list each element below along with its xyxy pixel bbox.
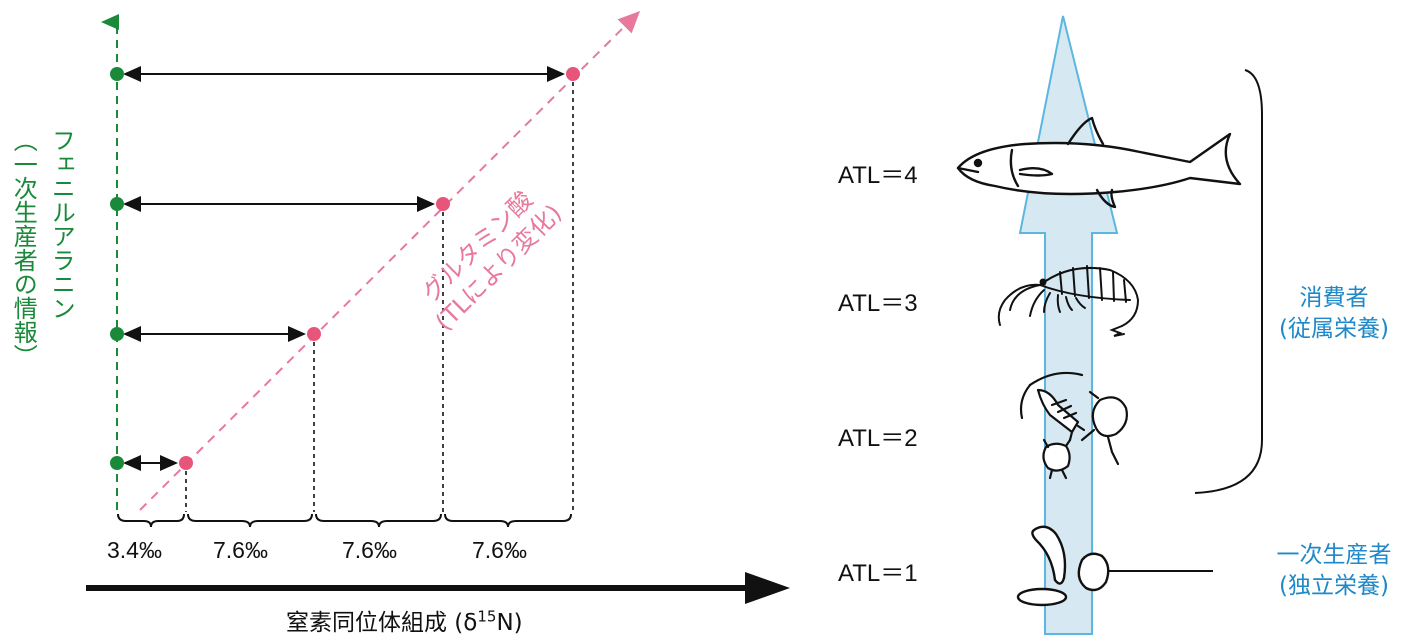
phenylalanine-point-3 [110,197,124,211]
consumer-name: 消費者 [1299,285,1369,311]
x-axis-label-main: 窒素同位体組成 (δ [286,610,478,636]
shrimp-icon [997,265,1140,337]
glutamic-point-3 [436,197,450,211]
glutamic-point-1 [179,456,193,470]
phenylalanine-point-1 [110,456,124,470]
x-axis-label: 窒素同位体組成 (δ15N) [286,603,523,637]
zooplankton-icon [1019,371,1128,480]
phenylalanine-point-4 [110,67,124,81]
trophic-arrow [1018,15,1119,635]
atl-label-1: ATL＝1 [838,560,918,587]
glutamic-point-2 [307,327,321,341]
x-axis-arrow-head [745,572,790,604]
phenylalanine-sub: （一次生産者の情報） [9,128,38,368]
producer-label: 一次生産者 (独立栄養) [1262,540,1406,602]
atl-label-3: ATL＝3 [838,290,918,317]
fish-icon [956,116,1242,209]
producer-sub: (独立栄養) [1279,573,1389,600]
gap-brackets [117,513,572,528]
phenylalanine-label: フェニルアラニン [47,128,76,320]
atl-label-4: ATL＝4 [838,162,918,189]
gap-label-3: 7.6‰ [342,537,397,563]
x-axis-label-tail: N) [496,610,523,636]
x-axis-label-sup: 15 [477,607,497,626]
atl-label-2: ATL＝2 [838,425,918,452]
consumer-label: 消費者 (従属栄養) [1268,283,1400,345]
phenylalanine-sublabel: （一次生産者の情報） [9,128,38,368]
gap-label-4: 7.6‰ [472,537,527,563]
glutamic-line [139,10,641,511]
gap-label-1: 3.4‰ [107,537,162,563]
phytoplankton-icon [1016,525,1110,607]
consumer-sub: (従属栄養) [1279,316,1389,343]
phenylalanine-name: フェニルアラニン [47,128,76,320]
gap-label-2: 7.6‰ [213,537,268,563]
producer-name: 一次生産者 [1276,542,1392,568]
phenylalanine-point-2 [110,327,124,341]
consumer-bracket [1194,69,1263,494]
glutamic-point-4 [566,67,580,81]
